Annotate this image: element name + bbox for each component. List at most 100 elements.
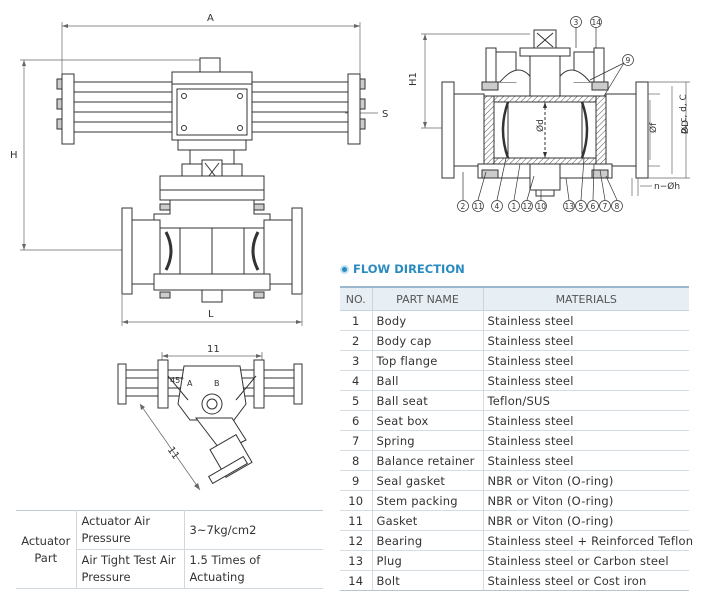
- row-material: Stainless steel: [482, 370, 689, 391]
- table-row: Actuator Part Actuator Air Pressure 3~7k…: [16, 510, 323, 589]
- row-material: Teflon/SUS: [482, 390, 689, 411]
- row-part-name: Seal gasket: [371, 470, 483, 491]
- plan-dim-top-label: 11: [207, 344, 220, 355]
- row-material: Stainless steel: [482, 330, 689, 351]
- bullet-icon: [340, 264, 349, 274]
- callout-1: 1: [512, 202, 517, 211]
- dim-s-label: S: [382, 109, 388, 120]
- callout-3: 3: [574, 18, 579, 27]
- row-no: 6: [340, 410, 372, 431]
- plan-port-b-label: B: [214, 379, 220, 388]
- row-material: NBR or Viton (O-ring): [482, 510, 689, 531]
- row-no: 14: [340, 570, 372, 591]
- row-part-name: Plug: [371, 550, 483, 571]
- actuator-row-value: 3~7kg/cm2: [183, 510, 323, 550]
- row-no: 12: [340, 530, 372, 551]
- callout-13: 13: [565, 202, 575, 211]
- row-part-name: Spring: [371, 430, 483, 451]
- plan-angle-label: 45°: [170, 376, 184, 385]
- row-material: NBR or Viton (O-ring): [482, 470, 689, 491]
- row-material: Stainless steel or Cost iron: [482, 570, 689, 591]
- port-diameter-label: Øf: [648, 122, 659, 133]
- dim-l-label: L: [208, 309, 214, 320]
- section-view: [421, 29, 690, 197]
- plan-view: [117, 352, 303, 491]
- table-row: Air Tight Test Air Pressure 1.5 Times of…: [16, 549, 323, 589]
- callout-10: 10: [537, 202, 547, 211]
- bore-label: Ød: [535, 119, 546, 132]
- row-part-name: Body: [371, 310, 483, 331]
- plan-port-a-label: A: [187, 379, 193, 388]
- row-no: 8: [340, 450, 372, 471]
- row-material: Stainless steel: [482, 350, 689, 371]
- row-part-name: Body cap: [371, 330, 483, 351]
- row-material: Stainless steel or Carbon steel: [482, 550, 689, 571]
- row-part-name: Gasket: [371, 510, 483, 531]
- callout-14: 14: [592, 18, 602, 27]
- dim-a-label: A: [207, 13, 214, 24]
- row-no: 5: [340, 390, 372, 411]
- header-part-name: PART NAME: [371, 286, 483, 311]
- callout-12: 12: [523, 202, 533, 211]
- row-no: 2: [340, 330, 372, 351]
- header-no: NO.: [340, 286, 372, 311]
- callout-7: 7: [603, 202, 608, 211]
- flange-dims-label: p, c, d, C: [679, 94, 689, 134]
- callouts-top: 3 14 9: [570, 16, 634, 97]
- row-no: 7: [340, 430, 372, 451]
- dim-h-label: H: [10, 150, 18, 161]
- callout-2: 2: [461, 202, 466, 211]
- actuator-row-label: Air Tight Test Air Pressure: [75, 549, 185, 589]
- callout-4: 4: [495, 202, 500, 211]
- elevation-view: [20, 22, 378, 326]
- bolt-holes-label: n−Øh: [654, 181, 680, 192]
- row-material: Stainless steel: [482, 430, 689, 451]
- flow-direction-title: FLOW DIRECTION: [353, 262, 465, 276]
- row-part-name: Top flange: [371, 350, 483, 371]
- row-no: 3: [340, 350, 372, 371]
- callout-8: 8: [615, 202, 620, 211]
- flow-direction-heading: FLOW DIRECTION: [340, 262, 465, 276]
- actuator-row-label: Actuator Air Pressure: [75, 510, 185, 550]
- row-material: Stainless steel: [482, 310, 689, 331]
- row-no: 13: [340, 550, 372, 571]
- row-no: 9: [340, 470, 372, 491]
- callout-5: 5: [579, 202, 584, 211]
- row-part-name: Bolt: [371, 570, 483, 591]
- row-part-name: Seat box: [371, 410, 483, 431]
- actuator-group-label: Actuator Part: [16, 510, 77, 589]
- callout-11: 11: [474, 202, 484, 211]
- row-no: 10: [340, 490, 372, 511]
- callouts-bottom: 2 11 4 1 12 10 13 5 6 7 8: [457, 157, 623, 212]
- row-part-name: Bearing: [371, 530, 483, 551]
- actuator-table: Actuator Part Actuator Air Pressure 3~7k…: [16, 510, 323, 589]
- row-material: Stainless steel: [482, 410, 689, 431]
- callout-6: 6: [591, 202, 596, 211]
- row-part-name: Balance retainer: [371, 450, 483, 471]
- row-no: 1: [340, 310, 372, 331]
- header-materials: MATERIALS: [482, 286, 689, 311]
- actuator-row-value: 1.5 Times of Actuating: [183, 549, 323, 589]
- row-part-name: Ball seat: [371, 390, 483, 411]
- row-material: Stainless steel: [482, 450, 689, 471]
- row-part-name: Stem packing: [371, 490, 483, 511]
- row-no: 4: [340, 370, 372, 391]
- dim-h1-label: H1: [408, 72, 419, 86]
- row-material: Stainless steel + Reinforced Teflon: [482, 530, 693, 551]
- row-no: 11: [340, 510, 372, 531]
